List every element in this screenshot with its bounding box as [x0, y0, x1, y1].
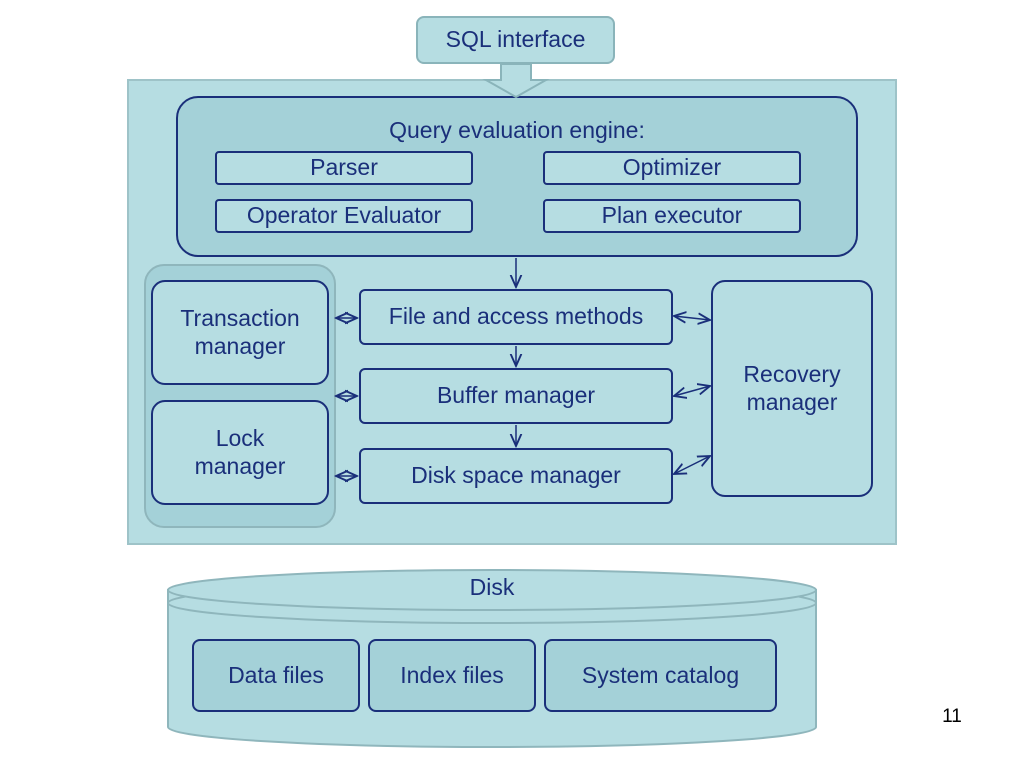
- recovery-manager-box: Recovery manager: [711, 280, 873, 497]
- page-number: 11: [942, 705, 962, 727]
- query-engine-title: Query evaluation engine:: [389, 117, 645, 144]
- lock-manager-line2: manager: [194, 452, 286, 479]
- recovery-manager-line1: Recovery: [743, 360, 841, 387]
- file-recovery-arrow: [674, 316, 710, 320]
- parser-box: Parser: [215, 151, 473, 185]
- transaction-manager-line2: manager: [194, 332, 286, 359]
- transaction-manager-box: Transaction manager: [151, 280, 329, 385]
- buffer-recovery-arrow: [674, 386, 710, 396]
- data-files-box: Data files: [192, 639, 360, 712]
- disk-space-manager-box: Disk space manager: [359, 448, 673, 504]
- system-catalog-box: System catalog: [544, 639, 777, 712]
- sql-interface-box: SQL interface: [416, 16, 615, 64]
- index-files-box: Index files: [368, 639, 536, 712]
- file-access-methods-box: File and access methods: [359, 289, 673, 345]
- plan-executor-box: Plan executor: [543, 199, 801, 233]
- transaction-manager-line1: Transaction: [180, 304, 300, 331]
- disk-recovery-arrow: [674, 456, 710, 474]
- disk-label: Disk: [469, 574, 515, 601]
- lock-manager-box: Lock manager: [151, 400, 329, 505]
- optimizer-box: Optimizer: [543, 151, 801, 185]
- lock-manager-line1: Lock: [215, 424, 265, 451]
- operator-evaluator-box: Operator Evaluator: [215, 199, 473, 233]
- sql-down-block-arrow: [482, 63, 550, 99]
- buffer-manager-box: Buffer manager: [359, 368, 673, 424]
- recovery-manager-line2: manager: [746, 388, 838, 415]
